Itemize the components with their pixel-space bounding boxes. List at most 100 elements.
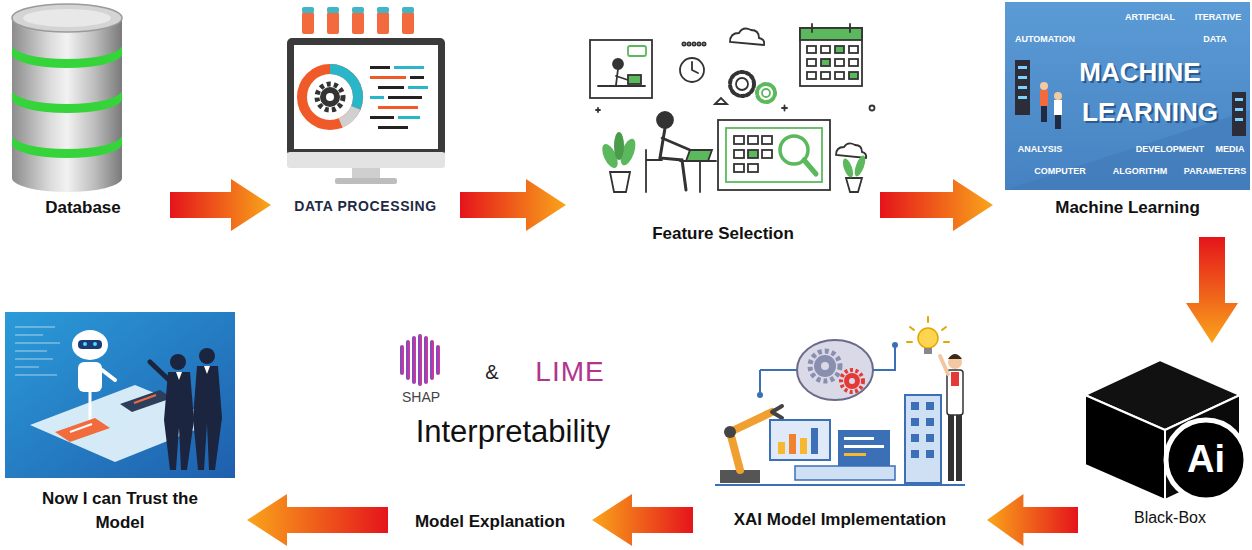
trust-art — [55, 418, 110, 442]
trust-art — [120, 390, 172, 412]
feature-selection-art — [610, 172, 630, 192]
trust-art — [15, 342, 60, 344]
monitor-icon — [302, 7, 314, 13]
monitor-icon — [317, 84, 343, 110]
xai-art — [948, 355, 962, 369]
monitor-icon — [394, 66, 424, 69]
database-icon — [12, 4, 122, 32]
feature-selection-art — [646, 150, 662, 192]
label-text: MACHINE — [1079, 58, 1200, 87]
monitor-icon — [335, 178, 397, 184]
monitor-icon — [370, 66, 390, 69]
monitor-icon — [398, 116, 420, 119]
monitor-icon — [352, 168, 380, 179]
feature-selection-art — [682, 42, 685, 45]
feature-selection-art — [811, 24, 813, 32]
step-caption: Machine Learning — [1055, 196, 1200, 220]
xai-art — [926, 402, 934, 410]
database-icon — [12, 90, 122, 113]
feature-selection-art — [849, 72, 858, 79]
monitor-icon — [370, 116, 394, 119]
feature-selection-art — [699, 161, 701, 192]
monitor-icon — [408, 86, 428, 89]
monitor-icon — [302, 69, 358, 125]
feature-selection-art — [730, 29, 764, 45]
machine-learning-art — [1005, 2, 1250, 190]
monitor-icon — [377, 7, 389, 13]
feature-selection-art — [734, 164, 744, 172]
trust-art — [72, 330, 108, 360]
monitor-icon — [402, 7, 414, 13]
shap-logo — [430, 340, 434, 380]
process-step: DATA PROCESSING — [283, 0, 448, 225]
flow-arrow — [880, 179, 993, 231]
xai-art — [844, 453, 866, 456]
xai-art — [926, 418, 934, 426]
trust-art — [193, 366, 222, 470]
database-icon — [12, 164, 122, 192]
feature-selection-art — [804, 160, 816, 174]
shap-logo — [436, 345, 440, 375]
xai-art — [810, 351, 840, 381]
feature-selection-art — [762, 150, 772, 158]
feature-selection-art — [836, 143, 866, 158]
step-caption: Feature Selection — [652, 222, 794, 246]
xai-art — [772, 406, 782, 418]
process-step: XAI Model Implementation — [705, 318, 975, 535]
logo-text: SHAP — [402, 390, 440, 405]
monitor-icon — [327, 12, 339, 34]
monitor-icon — [327, 7, 339, 13]
process-step: Model Explanation — [400, 507, 580, 537]
label-text: ANALYSIS — [1018, 145, 1063, 155]
database-icon — [12, 45, 122, 68]
xai-art — [770, 420, 830, 460]
flow-arrow — [592, 494, 693, 546]
feature-selection-art — [598, 85, 645, 87]
trust-art — [15, 326, 55, 328]
xai-art — [814, 355, 836, 377]
machine-learning-art — [1018, 96, 1027, 99]
feature-selection-art — [702, 42, 705, 45]
machine-learning-art — [1235, 108, 1243, 111]
database-icon — [12, 4, 122, 192]
trust-art — [83, 342, 87, 346]
xai-art — [724, 426, 736, 438]
feature-selection-art — [849, 24, 851, 32]
feature-selection-art — [614, 132, 624, 160]
black-box-icon — [1085, 360, 1246, 500]
xai-art — [821, 362, 829, 370]
machine-learning-art — [1235, 98, 1243, 101]
feature-selection-art — [835, 72, 844, 79]
feature-selection-art — [849, 46, 858, 53]
step-caption: XAI Model Implementation — [734, 508, 947, 532]
xai-art — [849, 378, 855, 384]
trust-art — [102, 370, 115, 380]
xai-art — [800, 438, 807, 454]
monitor-icon — [410, 76, 424, 79]
monitor-icon — [320, 87, 340, 107]
label-text: DATA — [1203, 35, 1227, 45]
label-text: DEVELOPMENT — [1136, 145, 1205, 155]
feature-selection-art — [736, 78, 748, 90]
black-box-icon — [1166, 420, 1246, 500]
xai-art — [841, 370, 863, 392]
xai-art — [926, 434, 934, 442]
monitor-icon — [302, 12, 314, 34]
feature-selection-art — [718, 120, 830, 190]
database-icon — [23, 9, 111, 27]
database-icon — [12, 135, 122, 158]
trust-art — [199, 348, 215, 364]
xai-art — [757, 392, 763, 398]
monitor-icon — [377, 12, 389, 34]
monitor-icon — [388, 96, 422, 99]
machine-learning-art — [1015, 60, 1030, 115]
xai-art — [911, 402, 919, 410]
label-text: ALGORITHM — [1113, 167, 1168, 177]
xai-art — [844, 445, 884, 448]
machine-learning-art — [1040, 82, 1048, 90]
xai-art — [844, 437, 874, 440]
trust-art — [15, 350, 47, 352]
